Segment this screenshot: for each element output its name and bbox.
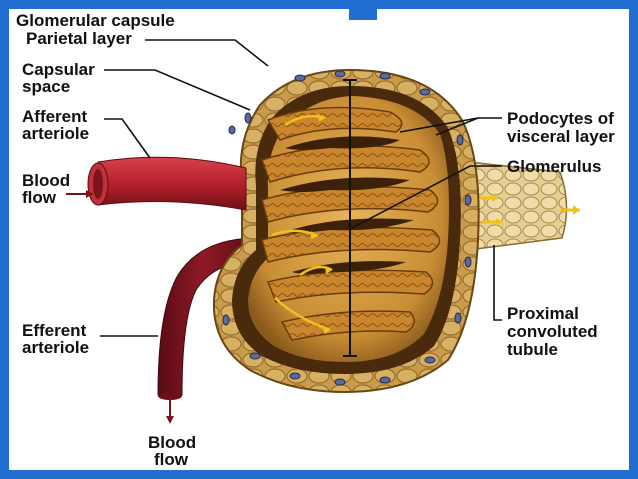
label-podocytes-line2: visceral layer [507, 127, 615, 146]
label-afferent-line1: Afferent [22, 107, 88, 126]
label-proximal-line2: convoluted [507, 322, 598, 341]
label-proximal-line1: Proximal [507, 304, 579, 323]
label-proximal-line3: tubule [507, 340, 558, 359]
efferent-arteriole [157, 237, 253, 400]
label-afferent-line2: arteriole [22, 124, 90, 143]
glomerular-capsule [212, 68, 480, 394]
label-capsular-space-line1: Capsular [22, 60, 95, 79]
label-blood-flow-in-line2: flow [22, 188, 56, 207]
blood-flow-in-arrow [66, 190, 94, 198]
label-capsular-space-line2: space [22, 77, 71, 96]
label-blood-flow-out-line1: Blood [148, 433, 197, 452]
label-blood-flow-in-line1: Blood [22, 171, 71, 190]
blood-flow-out-arrow [166, 398, 174, 424]
label-blood-flow-out-line2: flow [154, 450, 188, 469]
label-glomerulus: Glomerulus [507, 157, 602, 176]
label-podocytes-line1: Podocytes of [507, 109, 614, 128]
afferent-arteriole [87, 156, 247, 211]
label-glomerular-capsule: Glomerular capsule [16, 11, 175, 30]
leader-lines [100, 39, 502, 337]
label-parietal-layer: Parietal layer [26, 29, 132, 48]
scale-bar [343, 79, 357, 357]
header-tab [349, 0, 377, 20]
label-efferent-line2: arteriole [22, 338, 90, 357]
label-efferent-line1: Efferent [22, 321, 87, 340]
